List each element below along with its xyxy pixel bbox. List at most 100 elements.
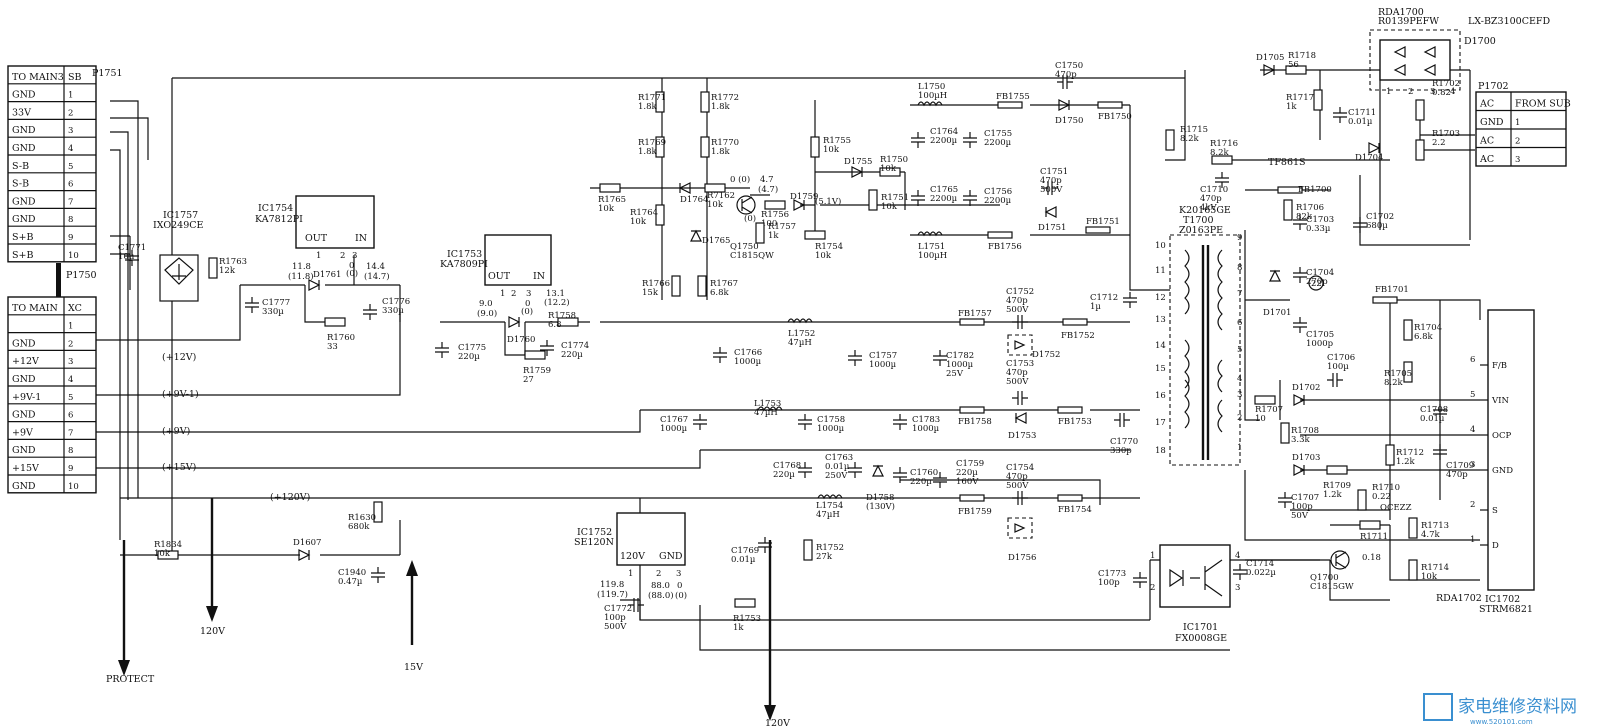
part-d1764-ref: D1764	[680, 195, 708, 205]
part-fb1700-ref: FB1700	[1298, 185, 1332, 195]
p1750-pin-num: 1	[68, 322, 73, 332]
t1700-pin: 16	[1155, 391, 1166, 401]
p1750-pin-name: GND	[12, 445, 36, 456]
part-r1707-value: 10	[1255, 414, 1266, 424]
part-r1706-ref: R1706	[1296, 203, 1324, 213]
part-c1773-value: 100p	[1098, 578, 1120, 588]
part-d1761: D1761	[308, 270, 341, 291]
part-r1760-ref: R1760	[327, 333, 355, 343]
t1700-pin: 3	[1237, 390, 1242, 400]
part-c1752-ref: C1752	[1006, 287, 1034, 297]
part-r1753-ref: R1753	[733, 614, 761, 624]
p1750-pin-name: GND	[12, 338, 36, 349]
part-c1760-ref: C1760	[910, 468, 938, 478]
t1700-pin: 10	[1155, 241, 1166, 251]
part-c1709-ref: C1709	[1446, 461, 1474, 471]
ic1754-v-in-alt: (14.7)	[364, 271, 390, 282]
part-r1711: R1711	[1359, 520, 1388, 542]
part-d1759: D1759	[790, 192, 818, 211]
part-r1760-value: 33	[327, 342, 338, 352]
part-c1782-value: 1000µ	[946, 360, 974, 370]
part-r1755-ref: R1755	[823, 136, 851, 146]
part-r1757-ref: R1757	[768, 222, 796, 232]
part-r1771-ref: R1771	[638, 93, 666, 103]
p1750-pin-num: 3	[68, 357, 73, 367]
part-r1717-ref: R1717	[1286, 93, 1314, 103]
part-d1755-ref: D1755	[844, 157, 872, 167]
part-r1752-value: 27k	[816, 552, 833, 562]
part-d1761-ref: D1761	[313, 270, 341, 280]
part-d1607: D1607	[293, 538, 321, 561]
part-c1710-value: 470p	[1200, 194, 1222, 204]
voltage-annotations: 0 (0) (0) 4.7 (4.7) (5.1V) 0.18 22	[730, 174, 1381, 563]
part-d1765-ref: D1765	[702, 236, 730, 246]
part-c1705-value: 1000p	[1306, 339, 1334, 349]
t1700-ref: T1700	[1183, 215, 1214, 226]
p1702-pin-num: 1	[1515, 118, 1520, 128]
part-ocezz: OCEZZ	[1380, 503, 1412, 513]
part-c1772-value: 100p	[604, 613, 626, 623]
part-r1765-value: 10k	[598, 204, 615, 214]
part-l1753-value: 47µH	[754, 408, 778, 418]
part-d1753-ref: D1753	[1008, 431, 1036, 441]
bridge-d1700: 1 2 3 4 RDA1700 R0139PEFW LX-BZ3100CEFD …	[1369, 7, 1550, 97]
part-fb1753: FB1753	[1057, 406, 1092, 427]
p1751-pin-name: GND	[12, 125, 36, 136]
watermark-cn: 家电维修资料网	[1458, 697, 1577, 717]
part-fb1755: FB1755	[996, 92, 1030, 109]
part-c1768-ref: C1768	[773, 461, 801, 471]
ic1754-v-in: 14.4	[366, 262, 385, 272]
part-r1772-value: 1.8k	[711, 102, 731, 112]
part-c1766-ref: C1766	[734, 348, 762, 358]
part-l1751-value: 100µH	[918, 251, 947, 261]
part-c1714-ref: C1714	[1246, 559, 1274, 569]
rail-9v-1: (+9V-1)	[162, 389, 199, 400]
watermark-url: www.520101.com	[1470, 718, 1533, 726]
part-r1757-value: 1k	[768, 231, 779, 241]
p1750-head-left: TO MAIN	[12, 303, 58, 314]
part-c1759-value: 220µ	[956, 468, 978, 478]
part-c1707-rating: 50V	[1291, 511, 1309, 521]
p1702-pin-num: 3	[1515, 155, 1520, 165]
p1751-pin-name: S-B	[12, 179, 29, 190]
t1700-pin: 2	[1237, 413, 1242, 423]
part-r1715-ref: R1715	[1180, 125, 1208, 135]
q1750-collector-voltage-alt: (4.7)	[758, 184, 778, 195]
part-r1702-value: 0.82	[1432, 88, 1451, 98]
part-c1703-ref: C1703	[1306, 215, 1334, 225]
part-r1713-value: 4.7k	[1421, 530, 1441, 540]
ic1752-120v-label: 120V	[620, 551, 645, 562]
ic1754-ref: IC1754	[258, 203, 293, 214]
part-d1755: D1755	[844, 157, 872, 178]
ic1702-pin-num: 2	[1470, 500, 1475, 510]
part-q1700-value: C1815GW	[1310, 582, 1354, 592]
bridge-pin4: 4	[1450, 87, 1455, 97]
part-d1751-ref: D1751	[1038, 223, 1066, 233]
part-c1755-value: 2200µ	[984, 138, 1012, 148]
part-r1715-value: 8.2k	[1180, 134, 1200, 144]
part-c1702-value: 680µ	[1366, 221, 1388, 231]
part-d1705: D1705	[1256, 53, 1284, 76]
part-c1753-value: 470p	[1006, 368, 1028, 378]
part-r1703-ref: R1703	[1432, 129, 1460, 139]
part-d1703-ref: D1703	[1292, 453, 1320, 463]
part-c1753-rating: 500V	[1006, 377, 1029, 387]
